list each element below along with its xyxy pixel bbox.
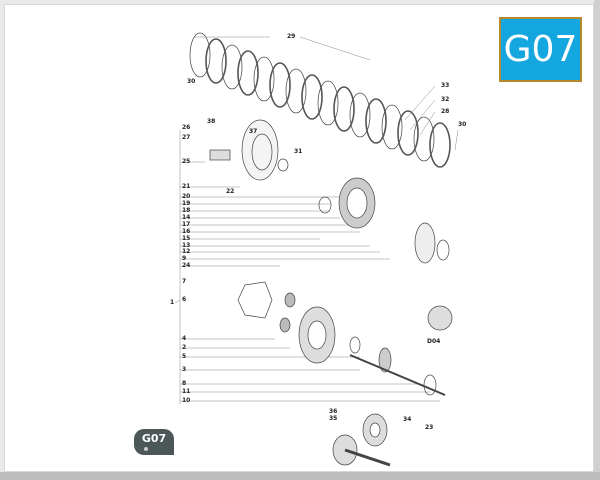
- part-callout: 24: [182, 262, 191, 269]
- part-callout: 12: [182, 248, 191, 255]
- part-callout: 26: [182, 124, 191, 131]
- clutch-plate: [205, 38, 227, 84]
- section-tab-label: G07: [141, 432, 167, 445]
- dot-icon: [144, 447, 148, 451]
- part-callout: 9: [182, 255, 187, 262]
- part-callout: 18: [182, 207, 191, 214]
- part-callout: 5: [182, 353, 187, 360]
- bottom-bar: [0, 472, 600, 480]
- part-callout: 3: [182, 366, 187, 373]
- clutch-plate: [253, 56, 275, 102]
- part-callout: 30: [187, 78, 196, 85]
- clutch-plate: [285, 68, 307, 114]
- part-callout: 2: [182, 344, 187, 351]
- page-code-badge: G07: [499, 17, 582, 82]
- part-callout: 35: [329, 415, 338, 422]
- part-callout: D04: [427, 338, 441, 345]
- part-callout: 28: [441, 108, 450, 115]
- part-callout: 38: [207, 118, 216, 125]
- part-callout: 36: [329, 408, 338, 415]
- part-callout: 7: [182, 278, 187, 285]
- part-callout: 11: [182, 388, 191, 395]
- clutch-hub: [209, 119, 453, 467]
- clutch-plate: [397, 110, 419, 156]
- part-callout: 33: [441, 82, 450, 89]
- part-callout: 10: [182, 397, 191, 404]
- clutch-plate: [189, 32, 211, 78]
- leader-lines: [174, 36, 459, 404]
- clutch-plate: [349, 92, 371, 138]
- clutch-plate: [381, 104, 403, 150]
- clutch-plate: [365, 98, 387, 144]
- part-callout: 19: [182, 200, 191, 207]
- part-callout: 17: [182, 221, 191, 228]
- clutch-plate: [317, 80, 339, 126]
- clutch-plate: [429, 122, 451, 168]
- part-callout: 16: [182, 228, 191, 235]
- part-callout: 13: [182, 242, 191, 249]
- scrollbar[interactable]: [594, 0, 600, 480]
- clutch-plate: [333, 86, 355, 132]
- part-callout: 29: [287, 33, 296, 40]
- part-callout: 6: [182, 296, 187, 303]
- part-callout: 32: [441, 96, 450, 103]
- part-callout: 1: [170, 299, 175, 306]
- part-callout: 20: [182, 193, 191, 200]
- clutch-plate: [269, 62, 291, 108]
- part-callout: 22: [226, 188, 235, 195]
- part-callout: 30: [458, 121, 467, 128]
- part-callout: 34: [403, 416, 412, 423]
- clutch-plates: [189, 32, 451, 168]
- part-callout: 14: [182, 214, 191, 221]
- part-callout: 15: [182, 235, 191, 242]
- clutch-plate: [237, 50, 259, 96]
- part-callout: 37: [249, 128, 258, 135]
- part-callout: 25: [182, 158, 191, 165]
- clutch-plate: [413, 116, 435, 162]
- part-callout: 27: [182, 134, 191, 141]
- part-callout: 4: [182, 335, 187, 342]
- part-callout: 8: [182, 380, 187, 387]
- part-callout: 21: [182, 183, 191, 190]
- diagram-frame: [4, 4, 594, 472]
- part-callout: 31: [294, 148, 303, 155]
- part-callout: 23: [425, 424, 434, 431]
- clutch-plate: [221, 44, 243, 90]
- clutch-plate: [301, 74, 323, 120]
- section-tab-badge[interactable]: G07: [134, 429, 174, 455]
